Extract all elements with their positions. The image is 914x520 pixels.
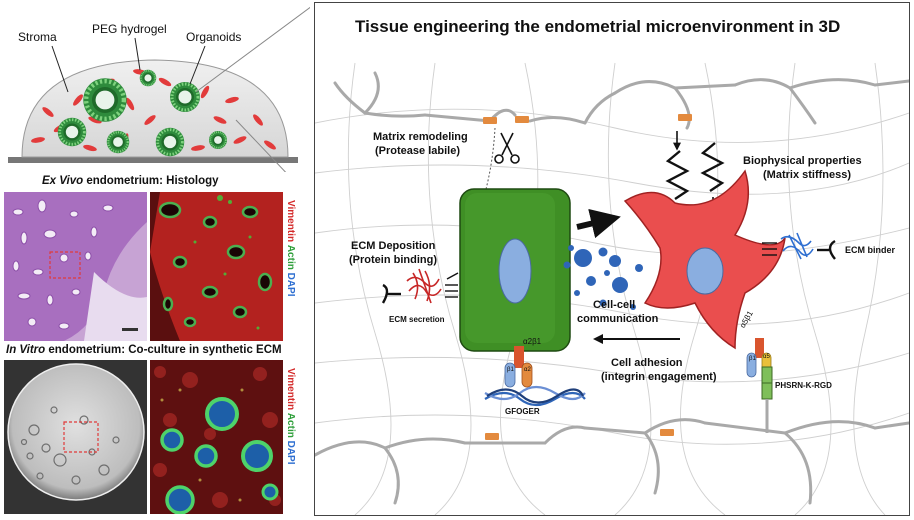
ecm-secretion-fibers [406, 268, 442, 304]
ecm-binder-label: ECM binder [845, 245, 896, 255]
peg-network-top [333, 71, 909, 130]
hydrogel-dome-diagram [8, 6, 310, 172]
stroma-label: Stroma [18, 30, 57, 44]
cell-adhesion-label: Cell adhesion [611, 357, 683, 369]
gfoger-label: GFOGER [505, 407, 540, 416]
brightfield-image [4, 360, 147, 514]
alpha2-label: α2 [524, 367, 531, 373]
alpha5-label: α5 [763, 354, 770, 360]
histology-image [4, 192, 147, 341]
stiffness-spring-icon [665, 142, 725, 200]
phsrn-label: PHSRN-K-RGD [775, 381, 832, 390]
in-vitro-immunofluorescence-image [150, 360, 283, 514]
ecm-secretion-label: ECM secretion [389, 315, 445, 324]
hydrogel-mesh [315, 62, 909, 515]
scissors-icon [494, 132, 520, 164]
ex-vivo-title: Ex Vivo endometrium: Histology [42, 175, 219, 187]
matrix-remodeling-label: Matrix remodeling [373, 131, 468, 143]
ecm-scene [315, 62, 909, 515]
ecm-receptor-left [381, 283, 389, 304]
protease-labile-label: (Protease labile) [375, 145, 460, 157]
protein-binding-label: (Protein binding) [349, 254, 437, 266]
phsrn-peptide [761, 366, 773, 433]
biophysical-label: Biophysical properties [743, 155, 862, 167]
microenvironment-diagram: Tissue engineering the endometrial micro… [314, 2, 910, 516]
in-vitro-title: In Vitro endometrium: Co-culture in synt… [6, 344, 282, 356]
matrix-stiffness-label: (Matrix stiffness) [763, 169, 852, 181]
peg-network-bottom [315, 418, 909, 505]
communication-vesicles [563, 245, 643, 310]
a2b1-label: α2β1 [523, 337, 542, 346]
ecm-deposition-label: ECM Deposition [351, 240, 436, 252]
main-title: Tissue engineering the endometrial micro… [355, 17, 841, 36]
integrin-engagement-label: (integrin engagement) [601, 371, 717, 383]
protease-labile-sites [483, 114, 692, 440]
gfoger-collagen-helix [484, 385, 586, 407]
ex-vivo-immunofluorescence-image [150, 192, 283, 341]
organoids-label: Organoids [186, 30, 242, 44]
beta1-label-right: β1 [749, 356, 756, 362]
peg-hydrogel-label: PEG hydrogel [92, 22, 167, 36]
beta1-label-left: β1 [507, 367, 514, 373]
ex-vivo-stain-legend: Vimentin Actin DAPI [285, 200, 296, 297]
ecm-binder-fibers [780, 232, 814, 260]
communication-label: communication [577, 313, 659, 325]
epithelial-cell [459, 188, 571, 352]
integrin-a2b1 [504, 346, 533, 388]
cell-cell-label: Cell-cell [593, 299, 636, 311]
stromal-cell [623, 169, 786, 350]
in-vitro-stain-legend: Vimentin Actin DAPI [285, 368, 296, 465]
ecm-binder-receptor [828, 239, 836, 260]
